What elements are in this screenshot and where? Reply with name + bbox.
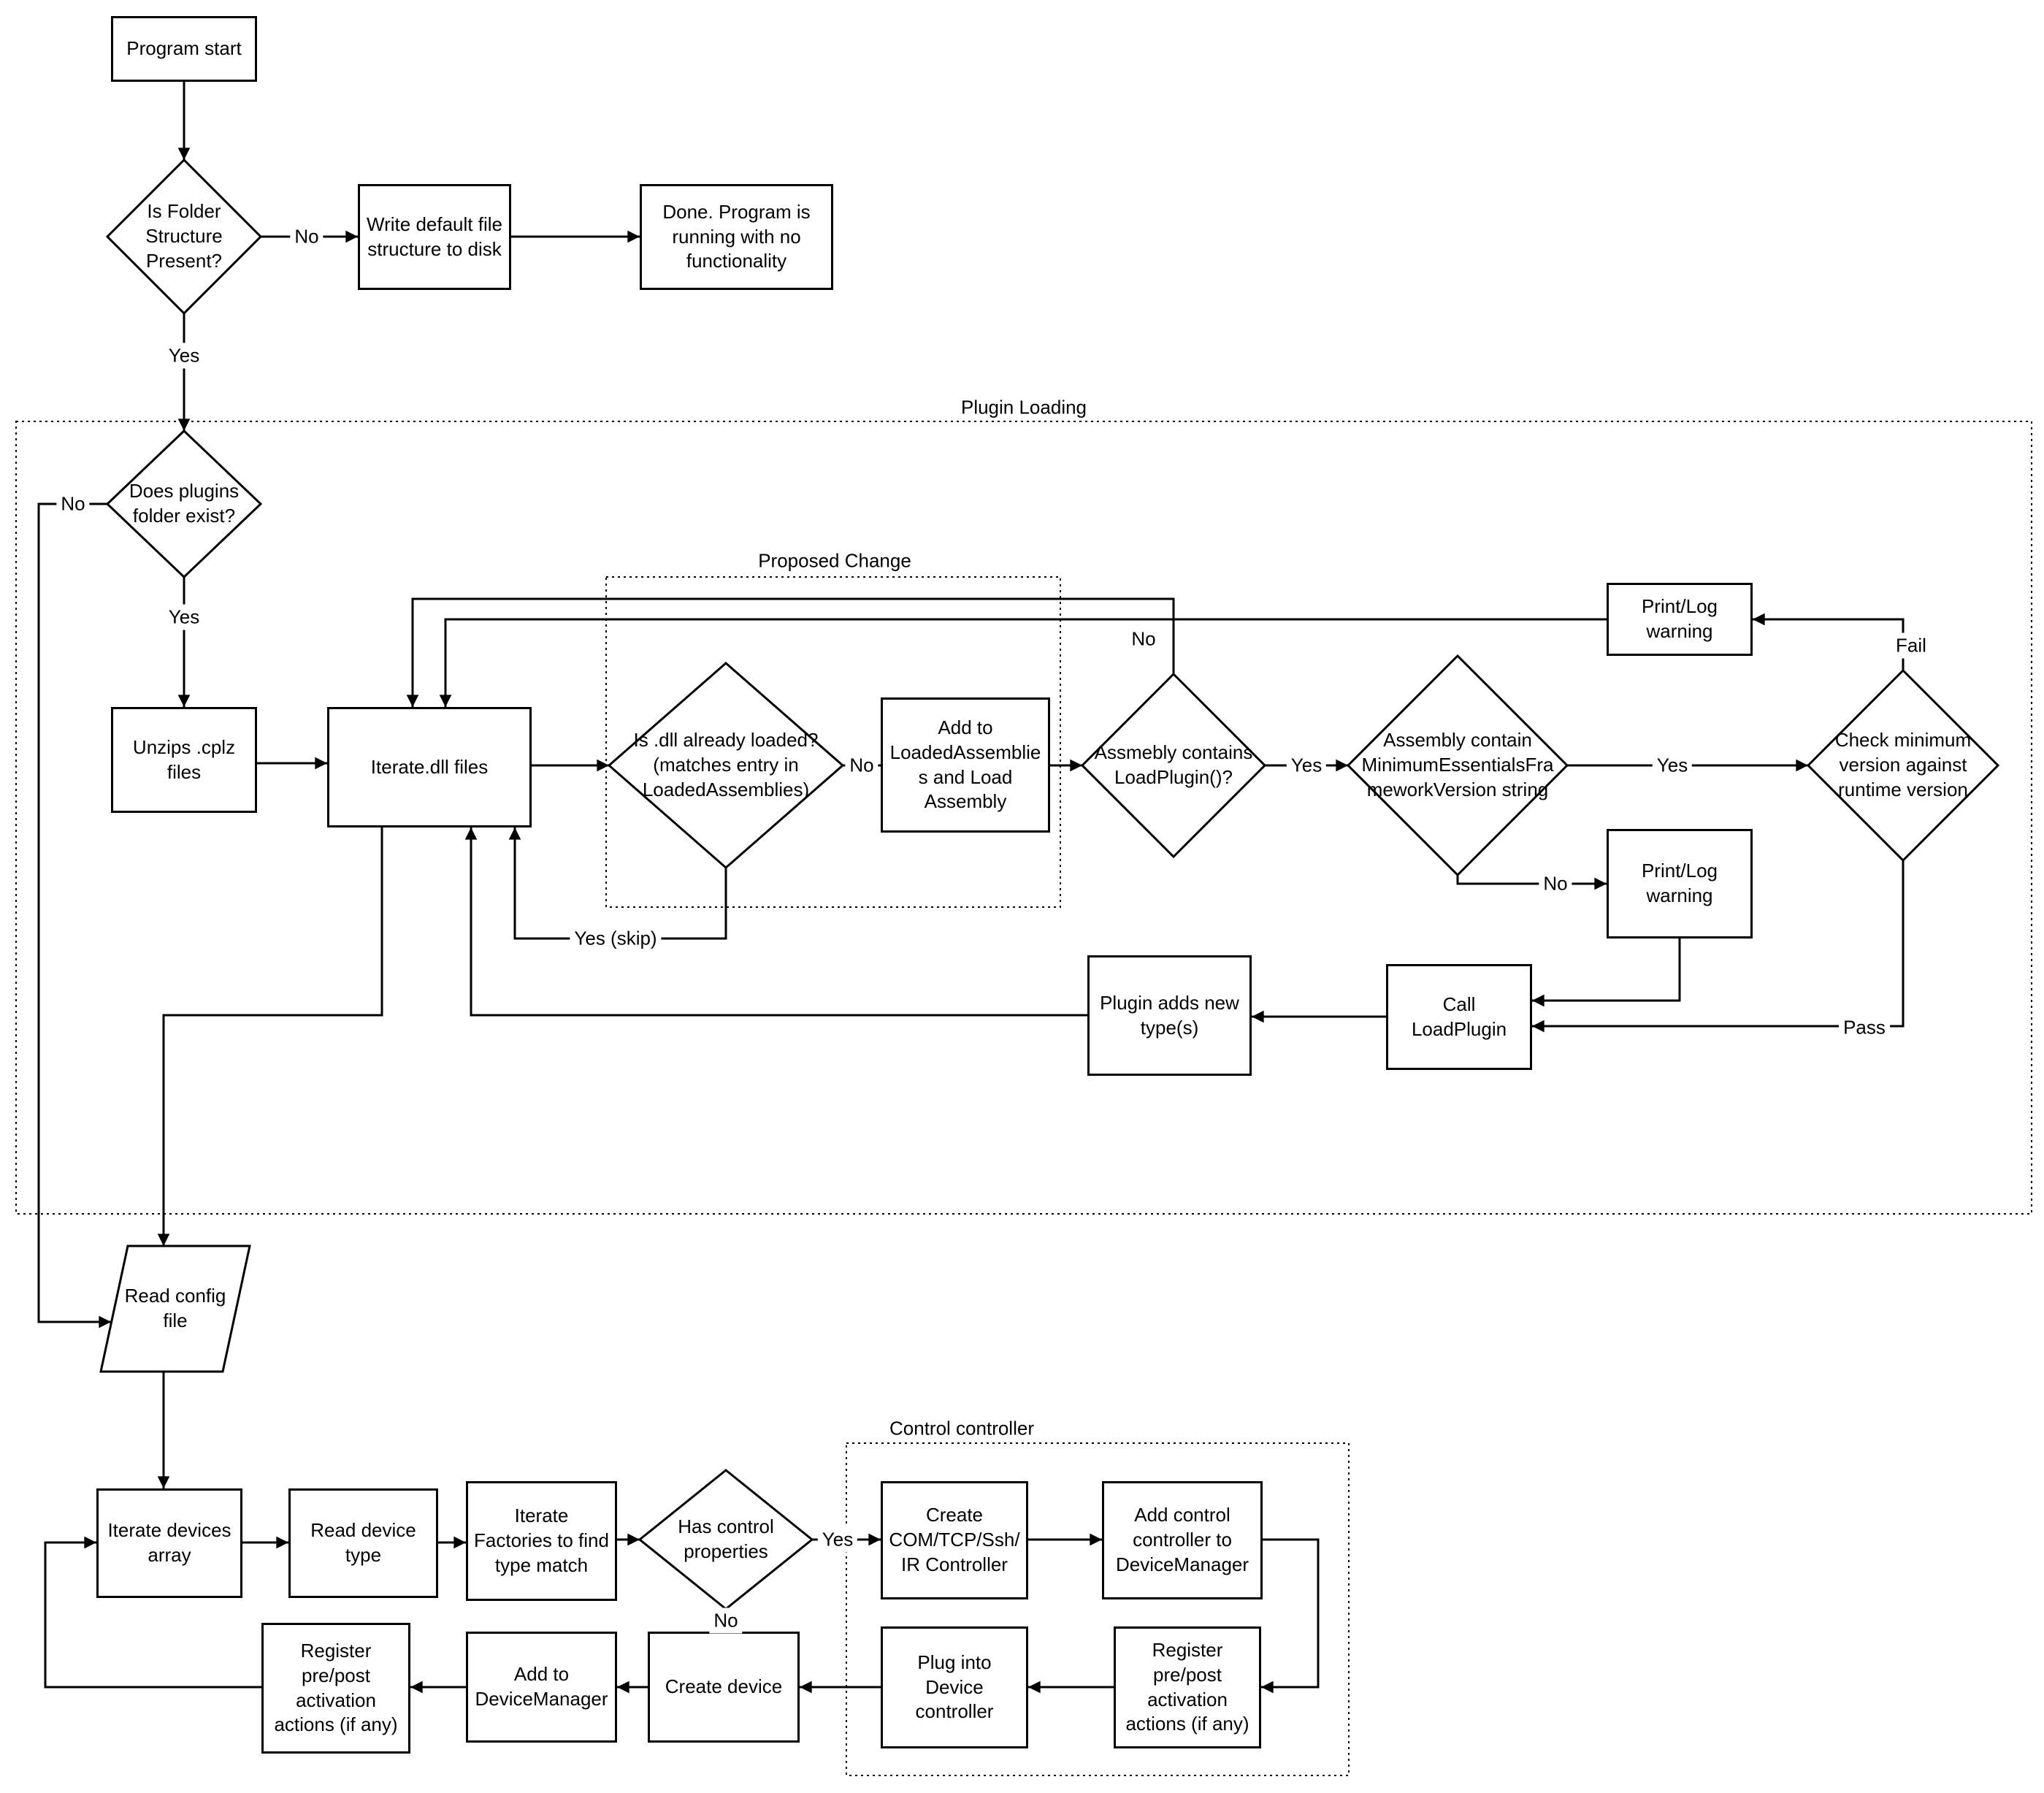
edge-printlog-mid-to-call-loadplugin [1532,938,1681,1007]
edge-label-yes-control: Yes [817,1526,858,1553]
container-plugin-loading [15,421,2032,1215]
node-printlog-warning-top: Print/Log warning [1607,583,1753,656]
node-label: Add to LoadedAssemblies and Load Assembl… [889,716,1041,813]
container-label-plugin-loading: Plugin Loading [954,396,1093,419]
node-label: Iterate Factories to find type match [474,1505,609,1576]
node-add-to-loaded: Add to LoadedAssemblies and Load Assembl… [881,697,1050,833]
node-has-control-props: Has control properties [640,1470,812,1609]
node-iterate-devices: Iterate devices array [96,1488,242,1598]
node-label: Read config file [124,1285,226,1331]
edge-label-yes-plugins: Yes [164,604,204,630]
node-label: Iterate devices array [107,1519,231,1566]
diamond-is-dll-loaded [607,662,845,869]
node-does-plugins-exist: Does plugins folder exist? [107,431,261,577]
node-program-start: Program start [111,16,257,82]
diamond-has-control-props [638,1469,814,1610]
node-label: Create device [665,1675,783,1698]
node-is-dll-loaded: Is .dll already loaded? (matches entry i… [609,663,843,868]
node-label: Iterate.dll files [370,755,489,778]
node-label: Is .dll already loaded? (matches entry i… [633,729,819,800]
parallelogram-read-config [99,1245,251,1373]
node-label: Program start [126,37,242,60]
node-is-folder-present: Is Folder Structure Present? [107,160,261,313]
node-label: Print/Log warning [1641,595,1718,642]
edge-version-pass-to-call-loadplugin [1532,860,1905,1033]
edge-label-fail: Fail [1891,632,1931,659]
node-read-config: Read config file [110,1246,241,1372]
node-unzips-cplz: Unzips .cplz files [111,707,257,813]
node-label: Assembly contain MinimumEssentialsFramew… [1361,729,1554,800]
node-label: Add to DeviceManager [475,1663,608,1710]
edge-label-yes-minversion: Yes [1652,752,1693,779]
node-label: Check minimum version against runtime ve… [1834,729,1972,800]
node-read-device-type: Read device type [288,1488,438,1598]
edge-add-controller-to-register-right [1261,1538,1320,1694]
node-label: Add control controller to DeviceManager [1115,1504,1249,1575]
node-check-min-version: Check minimum version against runtime ve… [1808,670,1998,860]
node-assembly-contains-loadplugin: Assmebly contains LoadPlugin()? [1082,674,1265,857]
diamond-assembly-contains-loadplugin [1080,672,1267,859]
node-add-to-devicemanager: Add to DeviceManager [466,1632,617,1743]
edge-minversion-no-to-printlog-mid [1456,875,1607,890]
container-label-proposed-change: Proposed Change [752,549,917,573]
node-call-loadplugin: Call LoadPlugin [1386,964,1532,1070]
node-create-device: Create device [648,1632,800,1743]
node-write-default: Write default file structure to disk [358,184,511,290]
diamond-is-folder-present [105,158,263,316]
node-label: Call LoadPlugin [1411,993,1507,1040]
edge-label-no-plugins: No [56,491,90,517]
diamond-check-min-version [1806,668,2000,863]
node-register-prepost-left: Register pre/post activation actions (if… [261,1623,410,1754]
node-label: Register pre/post activation actions (if… [274,1639,398,1736]
node-iterate-factories: Iterate Factories to find type match [466,1481,617,1601]
container-control-controller [846,1442,1350,1776]
container-label-control-controller: Control controller [884,1417,1040,1440]
node-label: Done. Program is running with no functio… [662,200,811,272]
node-label: Print/Log warning [1641,860,1718,906]
edge-register-left-to-iterate-devices [44,1536,261,1689]
container-proposed-change [605,576,1061,908]
edge-label-no-loadplugin: No [1127,626,1160,652]
edge-label-yes-loadplugin: Yes [1286,752,1327,779]
edge-plugins-no-to-read-config [37,502,111,1328]
edge-label-no-minversion: No [1539,871,1572,897]
node-label: Is Folder Structure Present? [145,200,223,272]
node-plug-into-device: Plug into Device controller [881,1626,1028,1748]
diamond-does-plugins-exist [105,429,263,579]
edge-label-no-control: No [709,1607,743,1634]
node-label: Write default file structure to disk [367,213,502,260]
edge-label-pass: Pass [1839,1014,1890,1041]
edge-printlog-top-to-iterate-dll [439,618,1607,707]
node-register-prepost-right: Register pre/post activation actions (if… [1114,1626,1261,1748]
node-iterate-dll: Iterate.dll files [327,707,532,827]
edge-version-fail-to-printlog-top [1753,613,1905,670]
edge-label-yes-skip: Yes (skip) [570,925,662,952]
node-create-com-controller: Create COM/TCP/Ssh/IR Controller [881,1481,1028,1599]
edge-loadplugin-no-to-iterate-dll [406,597,1175,707]
node-label: Read device type [310,1519,416,1566]
edge-iterate-dll-to-read-config [157,827,383,1246]
edge-label-no-folder: No [290,223,324,250]
node-label: Create COM/TCP/Ssh/IR Controller [889,1504,1020,1575]
node-label: Has control properties [678,1515,774,1562]
node-label: Does plugins folder exist? [129,480,240,527]
node-add-control-controller: Add control controller to DeviceManager [1102,1481,1263,1599]
node-plugin-adds-types: Plugin adds new type(s) [1087,955,1252,1076]
node-assembly-contains-minversion: Assembly contain MinimumEssentialsFramew… [1348,656,1567,875]
node-label: Unzips .cplz files [132,735,236,783]
node-label: Plugin adds new type(s) [1100,991,1239,1039]
edge-label-no-dll-loaded: No [845,752,879,779]
node-printlog-warning-mid: Print/Log warning [1607,829,1753,938]
node-label: Assmebly contains LoadPlugin()? [1094,741,1253,788]
edge-label-yes-folder: Yes [164,343,204,369]
node-done: Done. Program is running with no functio… [640,184,833,290]
edge-plugin-adds-to-iterate-dll [464,827,1087,1017]
node-label: Register pre/post activation actions (if… [1125,1638,1249,1735]
diamond-assembly-contains-minversion [1346,654,1569,877]
node-label: Plug into Device controller [915,1651,994,1723]
